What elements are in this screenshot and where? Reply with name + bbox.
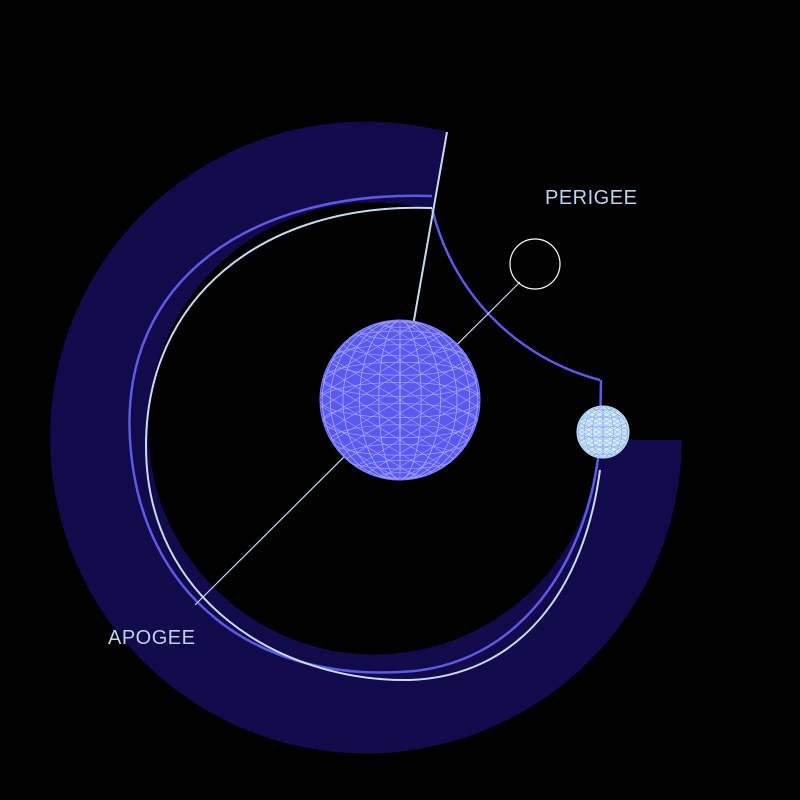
orbit-inner-ring <box>144 206 601 682</box>
orbit-sweep-band <box>50 121 683 754</box>
earth-icon <box>319 319 481 481</box>
apogee-label: APOGEE <box>108 627 195 649</box>
perigee-marker <box>509 238 561 290</box>
orbit-outer-ring <box>128 194 603 674</box>
moon-icon <box>576 405 630 459</box>
perigee-label: PERIGEE <box>545 187 637 209</box>
